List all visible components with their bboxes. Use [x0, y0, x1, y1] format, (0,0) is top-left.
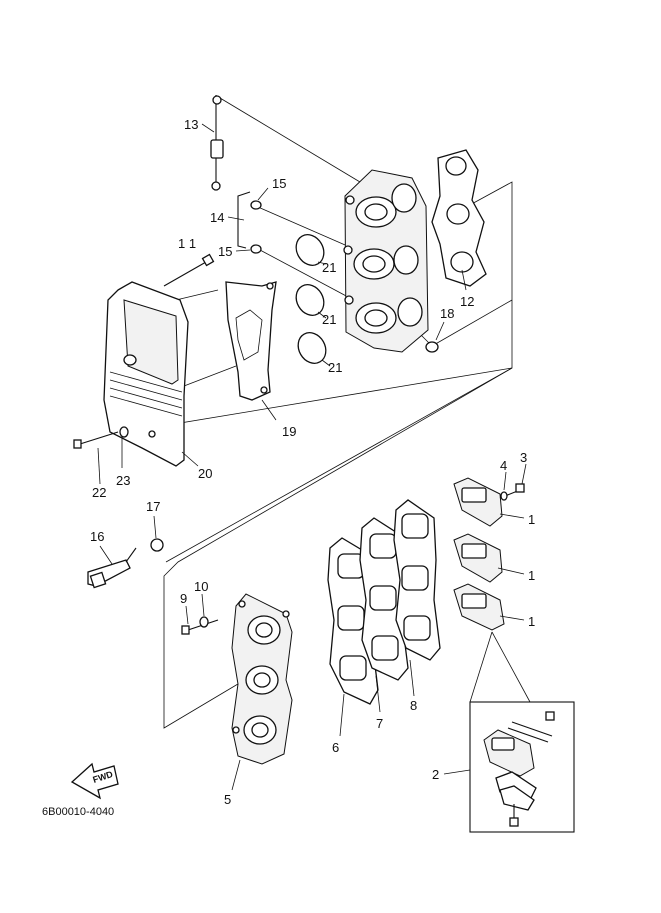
washer-part-10: [199, 616, 209, 628]
choke-knob-part-16: [87, 547, 137, 589]
label-5: 5: [224, 792, 231, 807]
carb-gasket-part-12: [431, 149, 487, 287]
bracket-rod-part-14: [237, 191, 251, 249]
label-12: 12: [460, 294, 474, 309]
label-22: 22: [92, 485, 106, 500]
label-21-top: 21: [322, 260, 336, 275]
label-1-middle: 1: [528, 568, 535, 583]
screw-part-22: [73, 431, 119, 449]
clip-part-17: [150, 538, 164, 552]
label-11: 1 1: [178, 236, 196, 251]
label-6: 6: [332, 740, 339, 755]
label-15-top: 15: [272, 176, 286, 191]
label-21-bottom: 21: [328, 360, 342, 375]
label-13: 13: [184, 117, 198, 132]
label-9: 9: [180, 591, 187, 606]
bolt-part-11: [163, 253, 215, 287]
label-1-top: 1: [528, 512, 535, 527]
grommet-part-15: [250, 200, 262, 254]
label-23: 23: [116, 473, 130, 488]
gasket-part-8: [393, 499, 441, 661]
label-7: 7: [376, 716, 383, 731]
washer-part-4: [500, 491, 508, 501]
reed-valve-part-1: [453, 477, 505, 631]
diagram-code: 6B00010-4040: [42, 806, 114, 818]
label-3: 3: [520, 450, 527, 465]
part-number-labels: 13 14 15 15 1 1 21 21 21 12 18 19 20 22 …: [90, 117, 535, 807]
label-20: 20: [198, 466, 212, 481]
link-rod-part-13: [210, 95, 224, 191]
label-10: 10: [194, 579, 208, 594]
label-4: 4: [500, 458, 507, 473]
washer-part-23: [119, 426, 129, 438]
reed-valve-body-part-5: [231, 593, 293, 765]
label-16: 16: [90, 529, 104, 544]
label-1-bottom: 1: [528, 614, 535, 629]
label-19: 19: [282, 424, 296, 439]
reed-valve-inset-part-2: [469, 631, 575, 833]
assembly-boundary-lines: [125, 97, 513, 729]
label-21-middle: 21: [322, 312, 336, 327]
label-2: 2: [432, 767, 439, 782]
label-17: 17: [146, 499, 160, 514]
label-14: 14: [210, 210, 224, 225]
forward-arrow-icon: FWD: [70, 762, 119, 800]
plate-gasket-part-19: [225, 281, 277, 401]
label-18: 18: [440, 306, 454, 321]
gasket-part-7: [359, 517, 409, 681]
silencer-cover-part-20: [103, 281, 189, 467]
label-8: 8: [410, 698, 417, 713]
label-15-bottom: 15: [218, 244, 232, 259]
nut-part-18: [425, 341, 439, 353]
o-ring-part-21: [295, 234, 327, 364]
carburetor-body: [343, 169, 429, 353]
leader-lines: [97, 123, 527, 791]
